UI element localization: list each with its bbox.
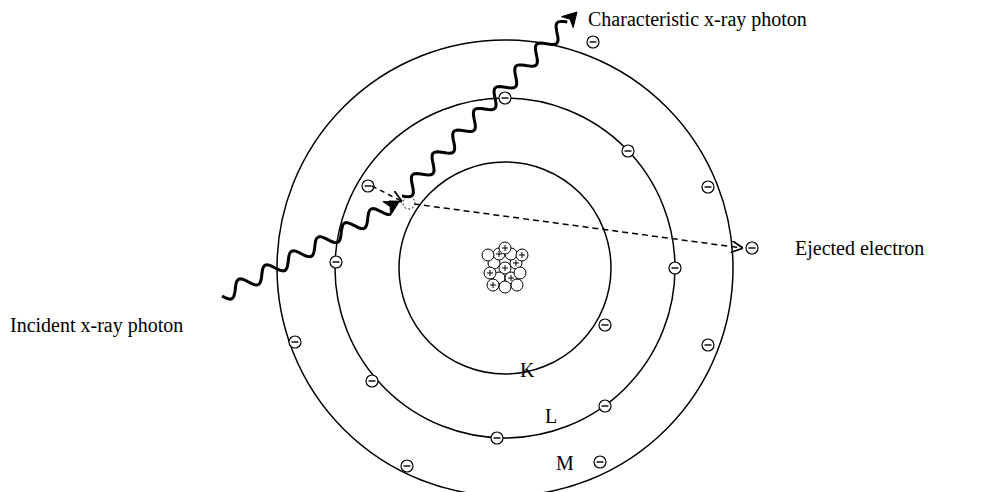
incident-photon (222, 209, 390, 300)
electron (702, 181, 714, 193)
nucleon (514, 267, 526, 279)
electron (669, 262, 681, 274)
electron-sign (749, 247, 756, 248)
m-shell (277, 40, 733, 492)
electron (746, 242, 758, 254)
nucleon (487, 279, 499, 291)
photons (222, 12, 577, 299)
proton-sign (493, 282, 494, 288)
electron (499, 92, 511, 104)
electron-sign (333, 261, 340, 262)
ejection-path (414, 204, 742, 248)
electron-sign (672, 267, 679, 268)
electron (599, 319, 611, 331)
electron (330, 256, 342, 268)
electron (594, 456, 606, 468)
electron (289, 336, 301, 348)
photon-arrowhead (383, 202, 399, 216)
electron-label: Ejected electron (795, 237, 924, 259)
shell-label: K (520, 359, 534, 381)
nucleon (499, 242, 511, 254)
electron-sign (602, 405, 609, 406)
nucleon (516, 249, 528, 261)
proton-sign (522, 252, 523, 258)
electron-sign (369, 380, 376, 381)
electron-sign (597, 461, 604, 462)
electron-sign (625, 150, 632, 151)
proton-sign (490, 270, 491, 276)
photon-label: Incident x-ray photon (10, 314, 183, 336)
nucleus (482, 242, 528, 293)
characteristic-photon (402, 21, 567, 196)
l-shell (335, 98, 675, 438)
electron-sign (292, 341, 299, 342)
nucleon (499, 281, 511, 293)
electron-sign (705, 344, 712, 345)
proton-sign (511, 275, 512, 281)
electron-sign (590, 41, 597, 42)
nucleon (511, 279, 523, 291)
electron (702, 339, 714, 351)
electrons (289, 36, 758, 472)
electron (587, 36, 599, 48)
proton-sign (505, 265, 506, 271)
electron (622, 145, 634, 157)
proton-sign (516, 260, 517, 266)
electron (599, 400, 611, 412)
electron (491, 432, 503, 444)
electron-sign (404, 465, 411, 466)
nucleon (482, 249, 494, 261)
electron-sign (494, 437, 501, 438)
electron-sign (705, 186, 712, 187)
nucleon (484, 267, 496, 279)
electron-sign (602, 324, 609, 325)
electron-sign (365, 185, 372, 186)
vacancy (403, 197, 415, 209)
proton-sign (505, 245, 506, 251)
electron (366, 375, 378, 387)
electron (401, 460, 413, 472)
electron-transition (372, 186, 401, 201)
shell-label: M (556, 452, 574, 474)
electron-sign (502, 97, 509, 98)
k-shell (399, 162, 611, 374)
photon-arrowhead (562, 12, 577, 28)
shell-label: L (545, 405, 557, 427)
proton-sign (499, 251, 500, 257)
photon-label: Characteristic x-ray photon (588, 8, 807, 30)
